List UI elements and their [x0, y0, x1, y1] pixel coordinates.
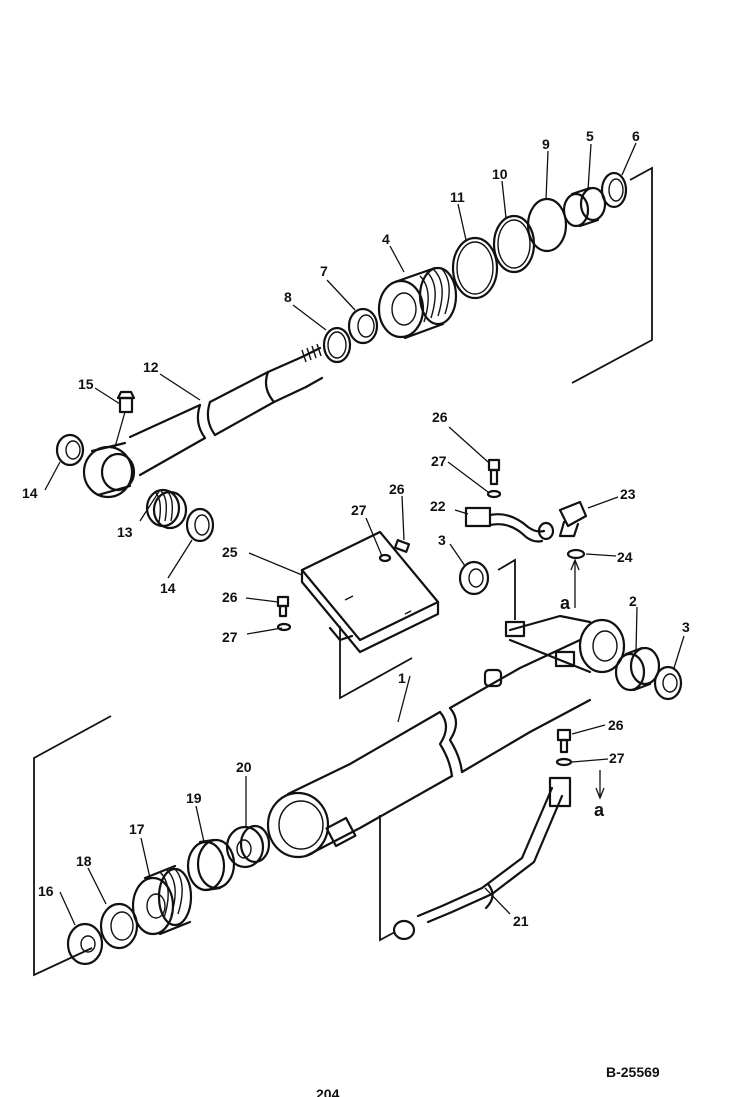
callout-22: 22: [430, 498, 446, 514]
bolt-26-mid: [378, 539, 411, 563]
callout-13: 13: [117, 524, 133, 540]
callout-14-right: 14: [160, 580, 176, 596]
ring-18: [99, 902, 139, 950]
seal-6: [600, 171, 628, 209]
leader-lines: [44, 142, 685, 926]
connector-mark-a-top: a: [560, 593, 571, 613]
bushing-13: [145, 488, 188, 530]
cylinder-bottom-boss: [504, 614, 626, 674]
callout-6: 6: [632, 128, 640, 144]
callout-8: 8: [284, 289, 292, 305]
ring-19: [186, 838, 236, 892]
drawing-code: B-25569: [606, 1064, 660, 1080]
tube-21: [392, 776, 572, 941]
callout-25: 25: [222, 544, 238, 560]
callout-23: 23: [620, 486, 636, 502]
seal-3-bottom: [653, 665, 683, 701]
callout-17: 17: [129, 821, 145, 837]
callout-21: 21: [513, 913, 529, 929]
bushing-5: [562, 186, 607, 228]
cylinder-tube: [266, 638, 592, 859]
callout-19: 19: [186, 790, 202, 806]
callout-26-top: 26: [432, 409, 448, 425]
ring-9: [526, 197, 568, 253]
callout-2: 2: [629, 593, 637, 609]
callout-15: 15: [78, 376, 94, 392]
callout-27-mid: 27: [351, 502, 367, 518]
callout-9: 9: [542, 136, 550, 152]
callout-27-left: 27: [222, 629, 238, 645]
callout-24: 24: [617, 549, 633, 565]
piston-rod: [82, 343, 324, 499]
callout-20: 20: [236, 759, 252, 775]
frame-lines: [33, 166, 653, 977]
seal-3-top: [458, 560, 490, 596]
cylinder-head-4: [377, 266, 458, 340]
callout-26-left: 26: [222, 589, 238, 605]
connector-mark-a-bottom: a: [594, 800, 605, 820]
bracket-25: [300, 530, 440, 654]
callout-12: 12: [143, 359, 159, 375]
bushing-2: [614, 646, 661, 692]
piston-17: [131, 864, 193, 936]
callout-18: 18: [76, 853, 92, 869]
page-number: 204: [316, 1086, 340, 1097]
ring-16: [66, 922, 104, 966]
callout-10: 10: [492, 166, 508, 182]
callout-4: 4: [382, 231, 390, 247]
bolt-26-right: [555, 728, 573, 767]
bolt-26-top: [486, 458, 502, 499]
callout-3-right: 3: [682, 619, 690, 635]
ring-11: [451, 236, 499, 300]
callout-5: 5: [586, 128, 594, 144]
grease-fitting: [116, 390, 136, 414]
callout-27-top: 27: [431, 453, 447, 469]
callout-26-right: 26: [608, 717, 624, 733]
callout-14-left: 14: [22, 485, 38, 501]
callout-1: 1: [398, 670, 406, 686]
callout-11: 11: [450, 189, 465, 205]
bolt-26-left: [276, 595, 292, 632]
o-ring-24: [566, 548, 586, 560]
callout-27-right: 27: [609, 750, 625, 766]
callout-7: 7: [320, 263, 328, 279]
dust-seal-14-left: [55, 433, 85, 467]
o-ring-8: [322, 326, 352, 364]
callout-16: 16: [38, 883, 54, 899]
seal-7: [347, 307, 379, 345]
callout-3-top: 3: [438, 532, 446, 548]
callout-labels: 1 2 3 3 4 5 6 7 8 9 10 11 12 13 14 14 15…: [22, 128, 690, 929]
elbow-23: [558, 500, 588, 538]
dust-seal-14-right: [185, 507, 215, 543]
nut-20: [225, 824, 271, 869]
tube-22: [464, 506, 555, 543]
callout-26-mid: 26: [389, 481, 405, 497]
